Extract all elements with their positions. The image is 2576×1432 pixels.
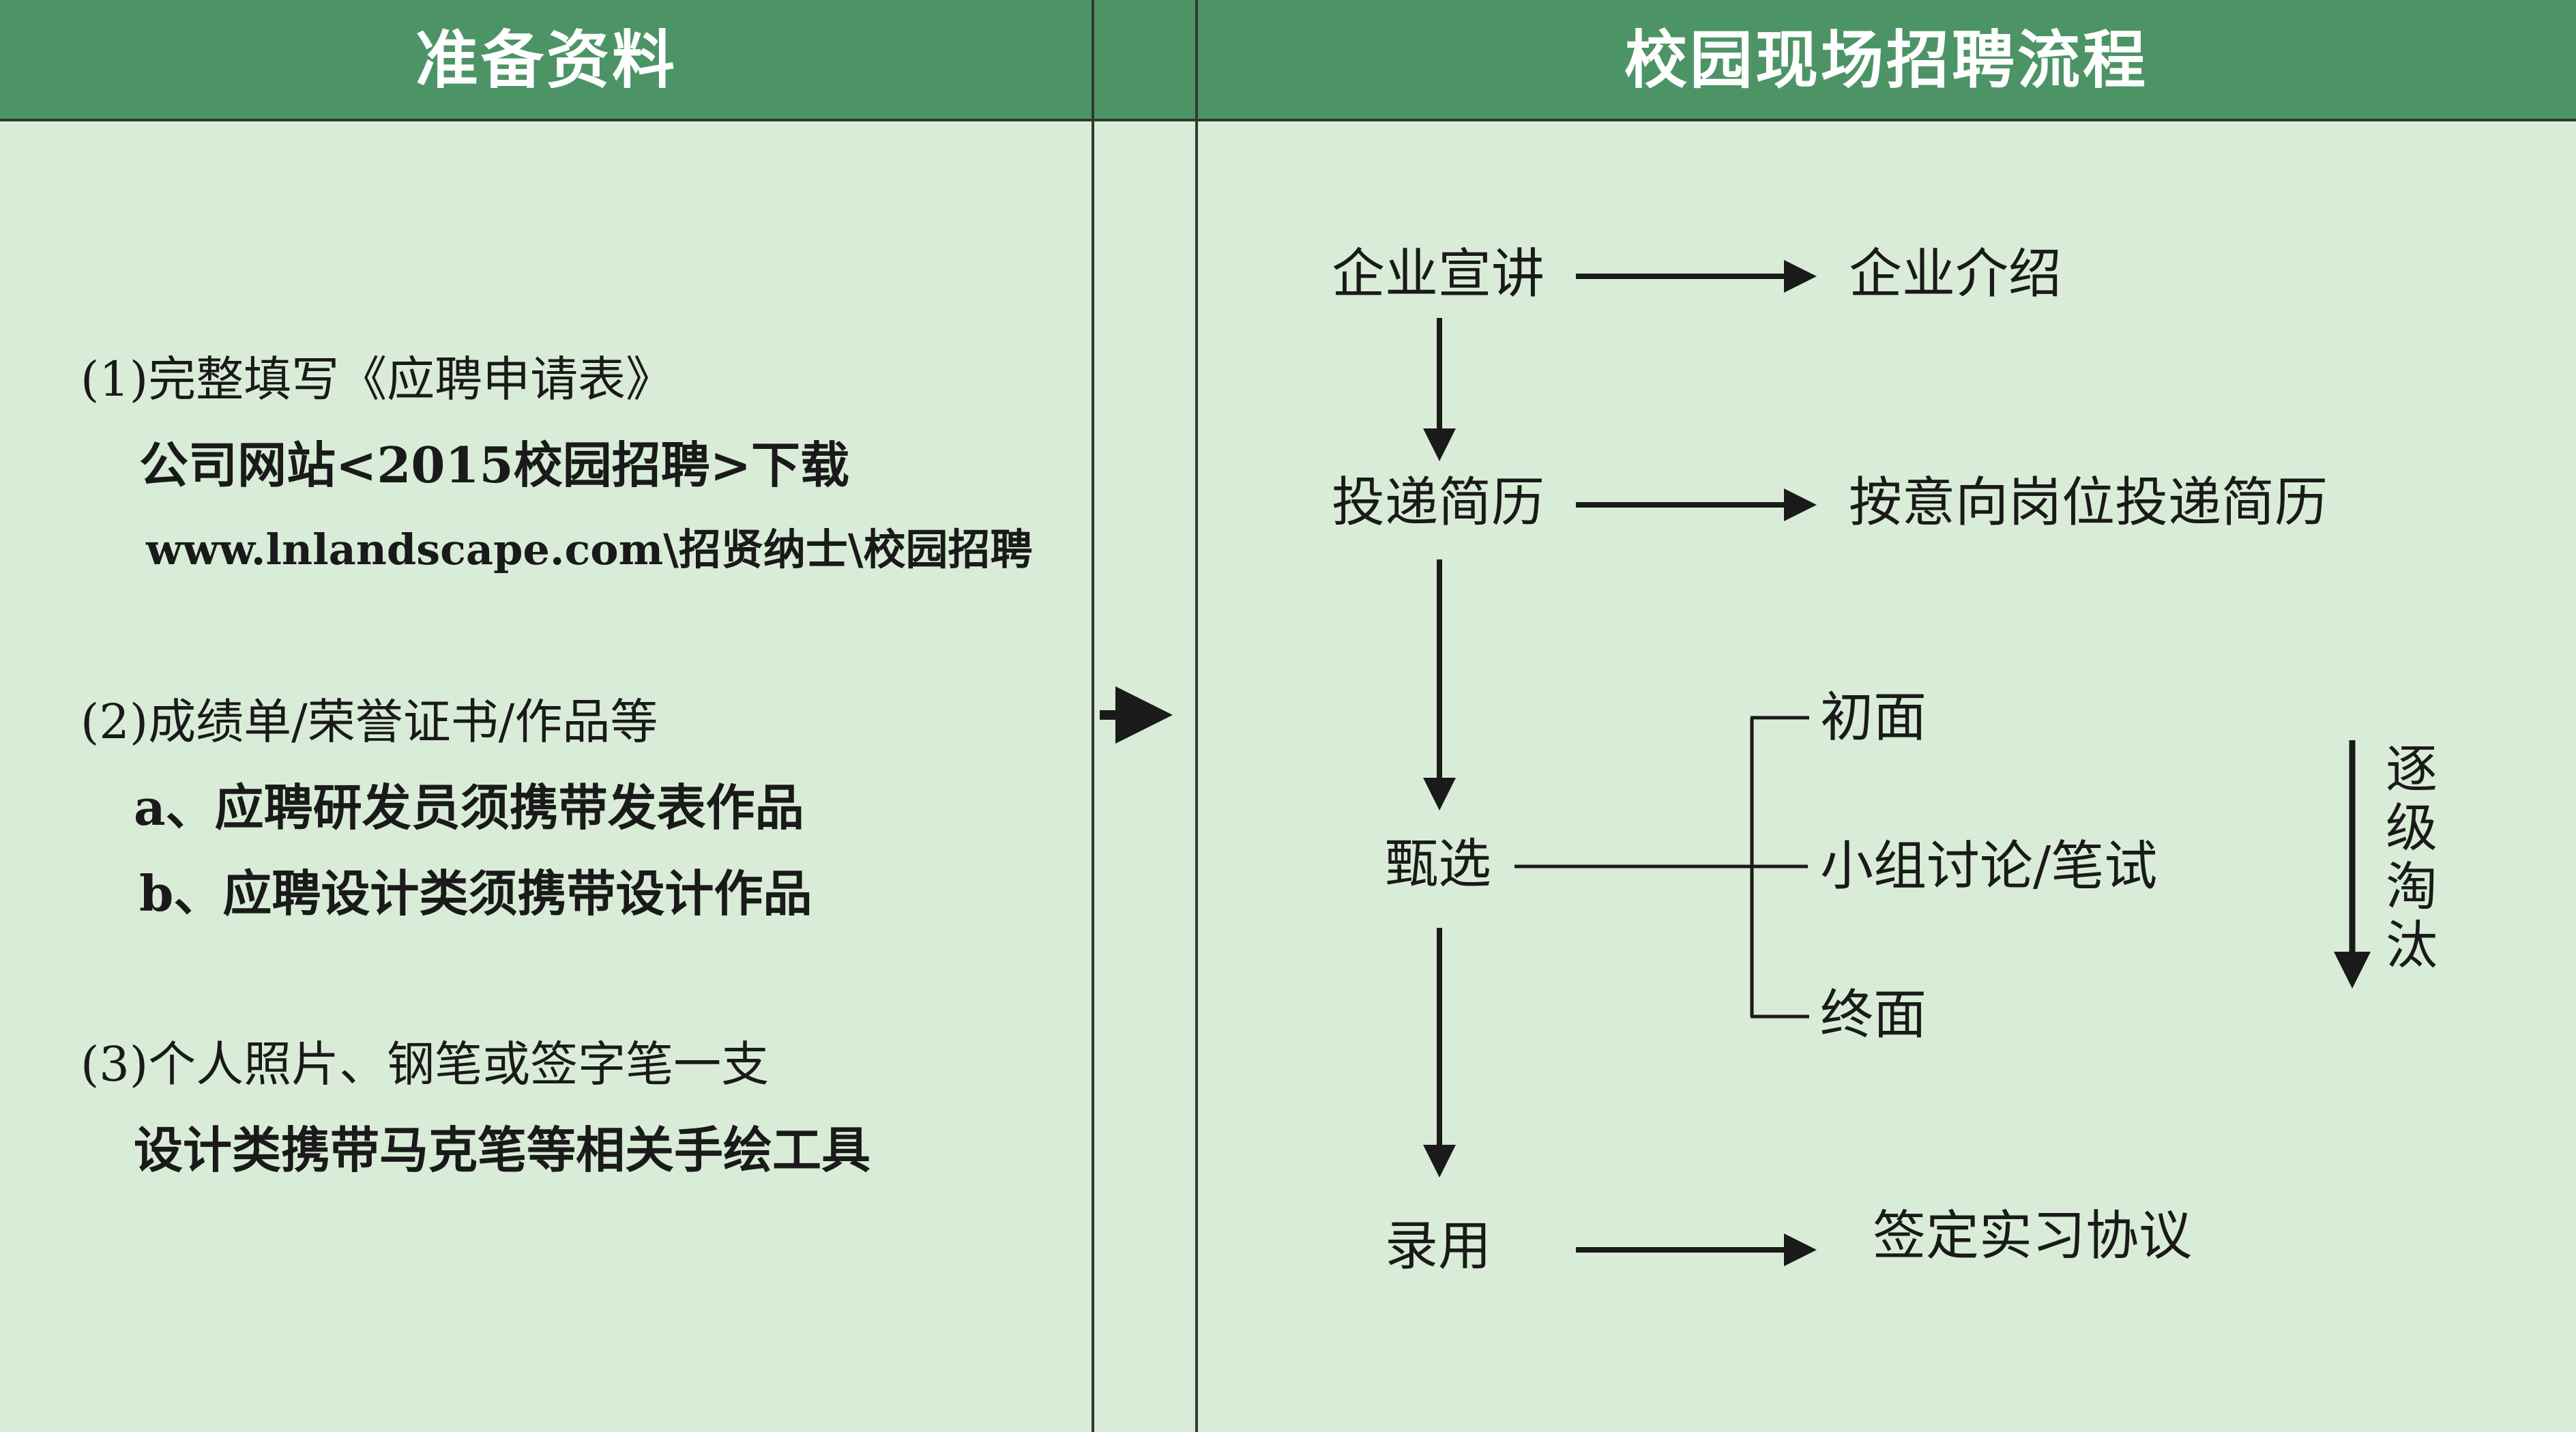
item3-line-a: 设计类携带马克笔等相关手绘工具 [134,1121,871,1179]
right-header-title: 校园现场招聘流程 [1624,23,2148,97]
right-column-divider [1195,0,1198,1432]
branch-final-interview: 终面 [1820,984,1927,1046]
step2-label: 投递简历 [1332,472,1545,534]
branch-group-discussion: 小组讨论/笔试 [1820,836,2158,897]
item2-line-a: a、应聘研发员须携带发表作品 [134,778,804,836]
step2-result-label: 按意向岗位投递简历 [1849,472,2328,534]
item2-title: (2)成绩单/荣誉证书/作品等 [80,694,658,750]
elimination-note: 逐 级 淘 汰 [2381,740,2442,975]
header-divider [0,119,2576,121]
elimination-char-3: 淘 [2386,856,2438,917]
step3-label: 甄选 [1385,834,1492,895]
elimination-char-1: 逐 [2386,739,2438,800]
right-header: 校园现场招聘流程 [1197,0,2576,120]
item1-line-b: www.lnlandscape.com\招贤纳士\校园招聘 [146,525,1033,574]
elimination-char-4: 汰 [2386,915,2438,976]
left-header-title: 准备资料 [415,23,677,97]
step4-label: 录用 [1385,1216,1492,1277]
step4-result-label: 签定实习协议 [1873,1205,2193,1267]
elimination-char-2: 级 [2386,798,2438,858]
step1-result-label: 企业介绍 [1849,244,2062,305]
item1-title: (1)完整填写《应聘申请表》 [80,351,674,407]
branch-first-interview: 初面 [1820,687,1927,748]
item2-line-b: b、应聘设计类须携带设计作品 [139,864,813,922]
item3-title: (3)个人照片、钢笔或签字笔一支 [80,1036,770,1092]
step1-label: 企业宣讲 [1332,244,1545,305]
middle-header [1093,0,1197,120]
item1-line-a: 公司网站<2015校园招聘>下载 [139,436,850,494]
left-header: 准备资料 [0,0,1093,120]
left-column-divider [1092,0,1094,1432]
